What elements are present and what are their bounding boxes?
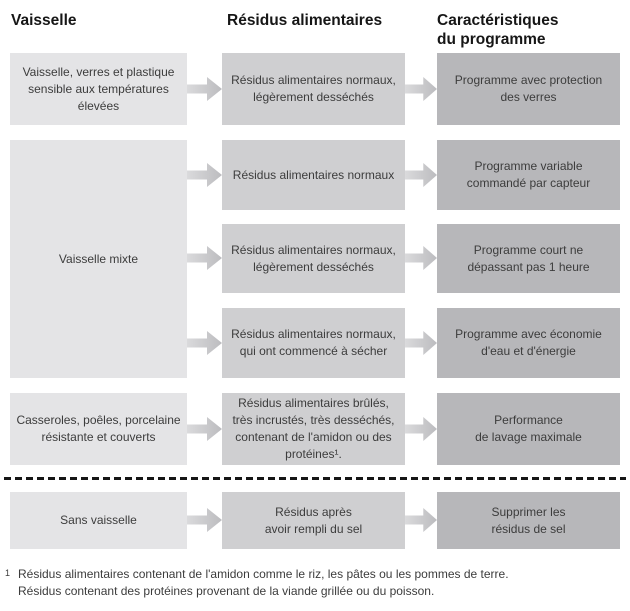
flow-arrow-icon [405,246,437,270]
residue-box-mixed-dried: Résidus alimentaires normaux, légèrement… [222,224,405,293]
footnote-marker: 1 [5,568,11,578]
flow-arrow-icon [405,77,437,101]
flow-arrow-icon [405,331,437,355]
flow-arrow-icon [405,163,437,187]
column-header-program: Caractéristiques du programme [437,12,559,48]
residue-box-mixed-drying: Résidus alimentaires normaux, qui ont co… [222,308,405,378]
flow-arrow-icon [187,331,222,355]
column-header-dishware: Vaisselle [11,12,77,29]
program-box-salt: Supprimer les résidus de sel [437,492,620,549]
dish-box-none: Sans vaisselle [10,492,187,549]
residue-box-salt: Résidus après avoir rempli du sel [222,492,405,549]
flow-arrow-icon [187,77,222,101]
flow-arrow-icon [187,417,222,441]
footnote-line1: Résidus alimentaires contenant de l'amid… [18,567,509,581]
column-header-residues: Résidus alimentaires [227,12,383,29]
flow-arrow-icon [187,508,222,532]
residue-box-mixed-normal: Résidus alimentaires normaux [222,140,405,210]
flow-arrow-icon [187,163,222,187]
dish-box-pots: Casseroles, poêles, porcelaine résistant… [10,393,187,465]
program-box-short: Programme court ne dépassant pas 1 heure [437,224,620,293]
flow-arrow-icon [405,417,437,441]
program-box-max: Performance de lavage maximale [437,393,620,465]
program-box-eco: Programme avec économie d'eau et d'énerg… [437,308,620,378]
dish-box-mixed: Vaisselle mixte [10,140,187,378]
flow-arrow-icon [405,508,437,532]
dashed-separator [4,477,626,480]
footnote-line2: Résidus contenant des protéines provenan… [18,584,435,598]
program-box-glassware: Programme avec protection des verres [437,53,620,125]
flow-arrow-icon [187,246,222,270]
residue-box-burnt: Résidus alimentaires brûlés, très incrus… [222,393,405,465]
footnote: 1 Résidus alimentaires contenant de l'am… [5,566,509,600]
dish-box-glassware: Vaisselle, verres et plastique sensible … [10,53,187,125]
program-box-sensor: Programme variable commandé par capteur [437,140,620,210]
footnote-text: Résidus alimentaires contenant de l'amid… [18,566,509,600]
residue-box-glassware: Résidus alimentaires normaux, légèrement… [222,53,405,125]
